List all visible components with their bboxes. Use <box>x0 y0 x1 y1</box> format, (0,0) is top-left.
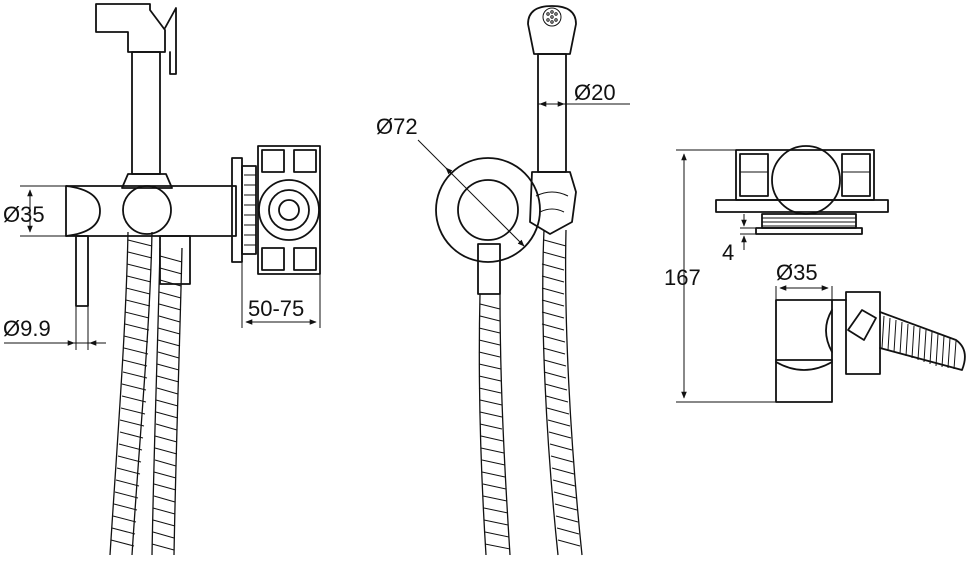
front-wall-plate <box>435 157 577 295</box>
front-shower-head <box>527 5 577 173</box>
side-valve-box <box>715 145 889 215</box>
front-view: Ø72 Ø20 <box>376 5 630 556</box>
left-holder <box>65 173 237 307</box>
left-shower-head <box>95 3 177 175</box>
side-body <box>775 291 881 403</box>
side-dimensions <box>676 149 833 403</box>
front-hose <box>478 229 583 556</box>
left-view: Ø35 Ø9.9 50-75 <box>3 3 321 556</box>
side-flange <box>755 213 863 235</box>
front-plate-diameter-label: Ø72 <box>376 114 418 139</box>
left-pin-diameter-label: Ø9.9 <box>3 316 51 341</box>
front-handle-diameter-label: Ø20 <box>574 80 616 105</box>
side-flange-thickness-label: 4 <box>722 240 734 265</box>
side-body-diameter-label: Ø35 <box>776 260 818 285</box>
side-height-label: 167 <box>664 265 701 290</box>
left-hose <box>109 231 183 556</box>
left-valve-box <box>231 145 321 275</box>
left-dimensions <box>4 185 321 350</box>
left-depth-range-label: 50-75 <box>248 296 304 321</box>
side-view: 167 4 Ø35 <box>664 145 966 403</box>
side-outlet-hose <box>847 309 966 371</box>
left-body-diameter-label: Ø35 <box>3 202 45 227</box>
front-dimensions <box>417 90 630 247</box>
